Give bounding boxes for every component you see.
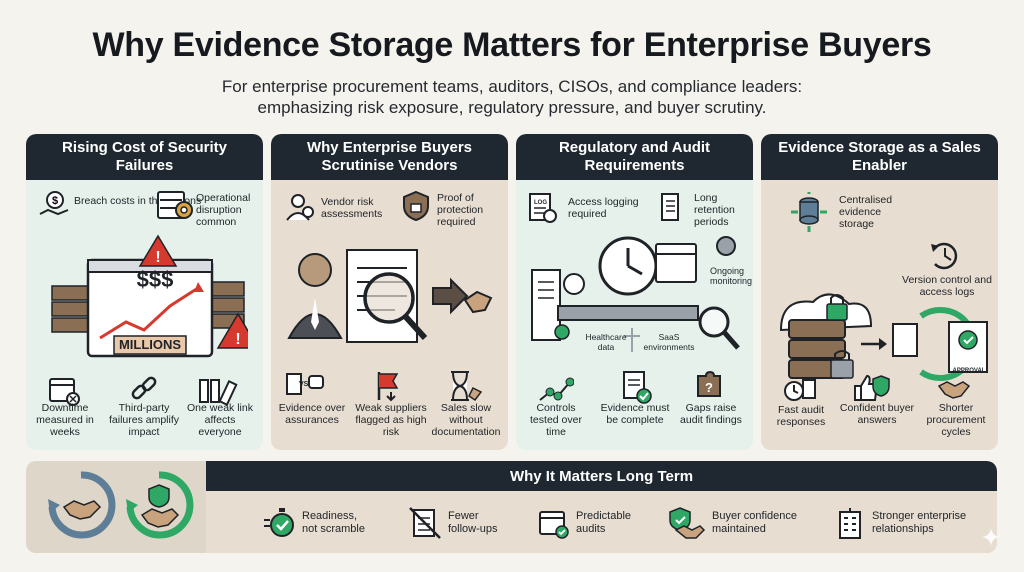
- label-downtime: Downtime measured in weeks: [36, 402, 94, 438]
- evidence-vs-icon: [286, 373, 324, 395]
- fast-audit-icon: [784, 379, 816, 401]
- calendar-check-icon: [539, 511, 569, 539]
- panel-title: Evidence Storage as a Sales Enabler: [761, 134, 998, 180]
- bottom-item-stronger-relationships: Stronger enterprise relationships: [834, 503, 976, 543]
- subtitle-line-1: For enterprise procurement teams, audito…: [221, 77, 803, 96]
- thumbs-up-shield-icon: [854, 374, 890, 401]
- green-cycle-shield-icon: [126, 471, 194, 539]
- evidence-complete-icon: [623, 371, 652, 404]
- label-healthcare-data: Healthcare data: [585, 332, 627, 352]
- vendor-person-icon: [286, 194, 314, 221]
- flag-icon: [377, 372, 399, 402]
- svg-text:!: !: [155, 249, 160, 266]
- approval-label: APPROVAL: [952, 368, 986, 374]
- label-weak-link: One weak link affects everyone: [187, 402, 253, 438]
- label-readiness: Readiness, not scramble: [302, 510, 365, 535]
- label-weak-suppliers: Weak suppliers flagged as high risk: [355, 402, 427, 438]
- label-vendor-risk: Vendor risk assessments: [321, 196, 383, 220]
- enterprise-building-icon: [839, 508, 861, 539]
- handshake-icon: [937, 381, 971, 399]
- label-evidence-complete: Evidence must be complete: [600, 402, 670, 426]
- compliance-timeline-illustration: [531, 236, 740, 352]
- page-subtitle: For enterprise procurement teams, audito…: [0, 76, 1024, 118]
- subtitle-line-2: emphasizing risk exposure, regulatory pr…: [257, 98, 767, 117]
- controls-tested-icon: [539, 377, 574, 401]
- sales-enabler-illustration: [779, 293, 988, 381]
- calendar-icon: [49, 378, 80, 406]
- svg-text:?: ?: [705, 380, 713, 395]
- label-third-party: Third-party failures amplify impact: [108, 402, 180, 438]
- bottom-item-fewer-followups: Fewer follow-ups: [408, 503, 512, 543]
- label-buyer-confidence: Buyer confidence maintained: [712, 510, 797, 535]
- label-fast-audit: Fast audit responses: [776, 404, 826, 428]
- label-long-retention: Long retention periods: [694, 192, 735, 228]
- shield-handshake-icon: [669, 507, 706, 539]
- panel-rising-cost: Rising Cost of Security Failures $ Breac…: [26, 134, 263, 450]
- label-confident-buyer: Confident buyer answers: [839, 402, 915, 426]
- label-saas-environments: SaaS environments: [643, 332, 695, 352]
- bottom-item-readiness: Readiness, not scramble: [262, 503, 374, 543]
- panel-title: Regulatory and Audit Requirements: [516, 134, 753, 180]
- label-ongoing-monitoring: Ongoing monitoring: [710, 266, 753, 286]
- page-title: Why Evidence Storage Matters for Enterpr…: [92, 26, 932, 64]
- blue-cycle-handshake-icon: [48, 471, 116, 539]
- bottom-item-predictable-audits: Predictable audits: [536, 503, 648, 543]
- svg-text:!: !: [235, 331, 240, 348]
- panel-title: Why Enterprise Buyers Scrutinise Vendors: [271, 134, 508, 180]
- hourglass-icon: [451, 371, 483, 402]
- scrutiny-illustration: [287, 249, 493, 343]
- label-centralised-storage: Centralised evidence storage: [839, 194, 893, 230]
- cycle-illustrations: [26, 461, 206, 553]
- dominoes-icon: [199, 379, 238, 406]
- crossed-document-icon: [409, 507, 441, 539]
- breach-cost-icon: $: [39, 191, 69, 216]
- label-gaps-findings: Gaps raise audit findings: [680, 402, 742, 426]
- stopwatch-check-icon: [264, 508, 294, 537]
- vs-label: VS: [299, 381, 309, 388]
- disruption-gear-icon: [157, 191, 193, 219]
- retention-scroll-icon: [661, 193, 679, 221]
- label-shorter-procurement: Shorter procurement cycles: [926, 402, 986, 438]
- illustration-millions: MILLIONS: [118, 337, 182, 352]
- label-sales-slow: Sales slow without documentation: [431, 402, 501, 438]
- label-evidence-over-assurances: Evidence over assurances: [278, 402, 346, 426]
- access-log-icon: [529, 193, 557, 223]
- label-operational-disruption: Operational disruption common: [196, 192, 251, 228]
- label-access-logging: Access logging required: [568, 196, 639, 220]
- label-proof-protection: Proof of protection required: [437, 192, 484, 228]
- bottom-item-buyer-confidence: Buyer confidence maintained: [666, 503, 810, 543]
- centralised-storage-icon: [791, 192, 827, 232]
- label-predictable-audits: Predictable audits: [576, 510, 632, 535]
- broken-chain-icon: [131, 376, 157, 400]
- protection-shield-icon: [403, 190, 429, 222]
- panel-sales-enabler: Evidence Storage as a Sales Enabler Cent…: [761, 134, 998, 450]
- label-stronger-relationships: Stronger enterprise relationships: [872, 510, 967, 535]
- long-term-title: Why It Matters Long Term: [206, 461, 997, 491]
- puzzle-gap-icon: ?: [697, 370, 721, 397]
- panel-regulatory: Regulatory and Audit Requirements LOG Ac…: [516, 134, 753, 450]
- label-controls-tested: Controls tested over time: [530, 402, 582, 438]
- long-term-strip: Why It Matters Long Term Readiness, not …: [26, 461, 997, 553]
- label-version-control: Version control and access logs: [902, 274, 992, 298]
- sparkle-icon: [982, 528, 1000, 546]
- label-fewer-followups: Fewer follow-ups: [448, 510, 498, 535]
- log-label: LOG: [534, 200, 547, 206]
- version-control-clock-icon: [931, 242, 958, 270]
- illustration-dollar-signs: $$$: [136, 267, 174, 292]
- millions-loss-illustration: ! !: [51, 234, 248, 358]
- panel-buyer-scrutiny: Why Enterprise Buyers Scrutinise Vendors…: [271, 134, 508, 450]
- svg-text:$: $: [52, 195, 58, 207]
- panel-title: Rising Cost of Security Failures: [26, 134, 263, 180]
